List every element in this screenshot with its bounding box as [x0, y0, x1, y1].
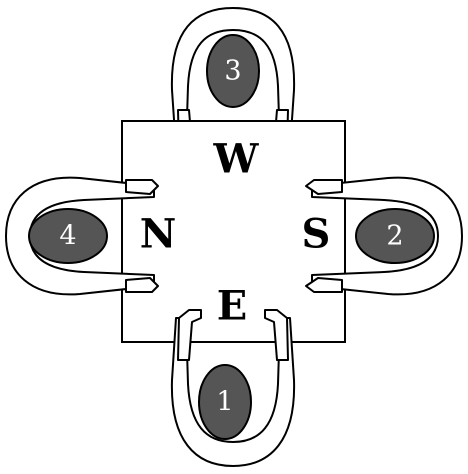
player-1: 1	[170, 309, 296, 467]
direction-south: S	[302, 211, 331, 258]
player-4-lower-hand	[125, 277, 159, 293]
player-2-head	[355, 208, 435, 264]
player-3-number: 3	[224, 56, 241, 87]
player-1-right-hand	[264, 309, 289, 361]
direction-west: W	[213, 136, 260, 183]
player-1-head	[198, 364, 252, 440]
player-1-number: 1	[216, 387, 233, 418]
card-table	[121, 120, 346, 343]
player-2-upper-hand	[305, 179, 343, 195]
player-4-upper-hand	[125, 179, 159, 195]
player-4-number: 4	[59, 221, 76, 252]
direction-east: E	[217, 283, 248, 330]
player-3-head	[206, 34, 260, 108]
player-2-number: 2	[386, 221, 403, 252]
player-2-lower-hand	[305, 277, 343, 293]
direction-north: N	[140, 211, 177, 258]
player-4-head	[28, 208, 108, 264]
player-4-body	[5, 176, 155, 296]
player-4: 4	[5, 176, 159, 296]
player-1-left-hand	[177, 309, 202, 361]
player-2-body	[311, 176, 463, 296]
player-2: 2	[305, 176, 463, 296]
